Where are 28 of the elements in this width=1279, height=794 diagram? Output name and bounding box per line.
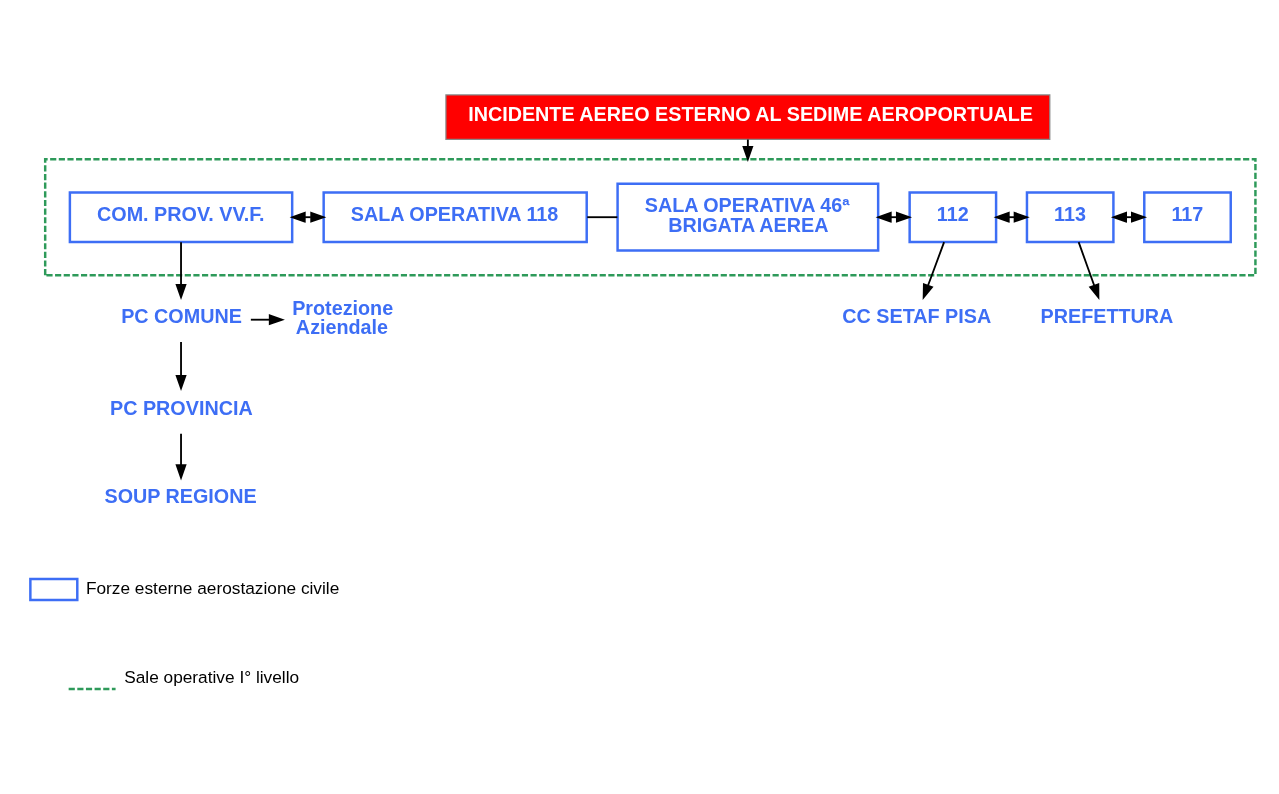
legend-label: Sale operative I° livello	[124, 666, 300, 687]
node-box: SALA OPERATIVA 46ª BRIGATA AEREA	[616, 182, 880, 252]
node-box: 113	[1025, 190, 1115, 243]
node-text: Protezione Aziendale	[292, 296, 394, 338]
node-text: CC SETAF PISA	[842, 304, 992, 327]
node-box: 112	[908, 190, 998, 243]
arrow	[993, 211, 1030, 223]
node-box: 117	[1143, 190, 1232, 243]
arrow	[175, 432, 187, 480]
node-text: SOUP REGIONE	[104, 484, 257, 507]
arrow	[922, 240, 945, 300]
node-box: COM. PROV. VV.F.	[68, 190, 294, 243]
arrow	[249, 313, 285, 325]
arrow	[875, 211, 913, 223]
node-text: PC PROVINCIA	[110, 396, 253, 419]
arrow	[289, 211, 327, 223]
arrow	[175, 240, 187, 300]
arrow	[175, 340, 187, 391]
connector	[586, 215, 619, 218]
arrow	[1077, 240, 1100, 300]
legend-label: Forze esterne aerostazione civile	[85, 577, 340, 598]
arrow	[742, 138, 754, 162]
arrow	[1110, 211, 1148, 223]
node-text: PC COMUNE	[121, 304, 242, 327]
node-text: PREFETTURA	[1040, 304, 1174, 327]
cluster	[43, 157, 1257, 276]
node-box: INCIDENTE AEREO ESTERNO AL SEDIME AEROPORTUALE	[445, 93, 1051, 140]
node-box: SALA OPERATIVA 118	[322, 190, 588, 243]
